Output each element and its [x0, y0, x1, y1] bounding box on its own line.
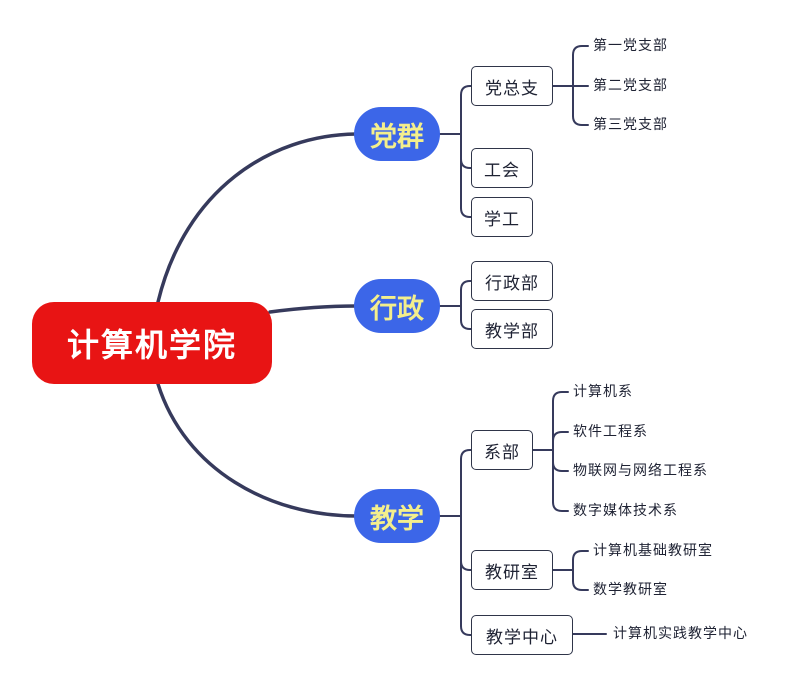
connector-xibu-branch-3 [552, 501, 569, 512]
connector-dangqun-branch-2 [460, 207, 472, 218]
connector-jiaoxue-branch-0 [460, 449, 472, 460]
leaf-office-basic: 计算机基础教研室 [593, 543, 713, 559]
connector-root-xingzheng [268, 304, 358, 314]
sub-jiaoxuezhongxin: 教学中心 [471, 615, 573, 655]
leaf-dept-se: 软件工程系 [573, 424, 648, 440]
sub-gonghui: 工会 [471, 148, 533, 188]
category-xingzheng: 行政 [354, 279, 440, 333]
leaf-dept-iot: 物联网与网络工程系 [573, 463, 708, 479]
leaf-party-branch-1: 第一党支部 [593, 38, 668, 54]
leaf-dept-cs: 计算机系 [573, 384, 633, 400]
connector-xibu-branch-1 [552, 431, 569, 442]
leaf-office-math: 数学教研室 [593, 582, 668, 598]
connector-dangqun-branch-0 [460, 85, 472, 96]
connector-jiaoyanshi-branch-1 [572, 580, 589, 591]
category-jiaoxue: 教学 [354, 489, 440, 543]
sub-xuegong: 学工 [471, 197, 533, 237]
connector-dangzongzhi-branch-0 [572, 45, 589, 56]
root-node: 计算机学院 [32, 302, 272, 384]
leaf-dept-media: 数字媒体技术系 [573, 503, 678, 519]
connector-xibu-branch-0 [552, 391, 569, 402]
sub-xingzhengbu: 行政部 [471, 261, 553, 301]
leaf-practice-center: 计算机实践教学中心 [613, 626, 748, 642]
connector-root-jiaoxue [156, 382, 358, 518]
leaf-party-branch-2: 第二党支部 [593, 78, 668, 94]
sub-dangzongzhi: 党总支 [471, 66, 553, 106]
category-dangqun: 党群 [354, 107, 440, 161]
connector-jiaoxue-branch-1 [460, 560, 472, 571]
connector-dangzongzhi-branch-2 [572, 115, 589, 126]
connector-xingzheng-branch-0 [460, 280, 472, 291]
sub-xibu: 系部 [471, 430, 533, 470]
sub-jiaoyanshi: 教研室 [471, 550, 553, 590]
sub-jiaoxuebu: 教学部 [471, 309, 553, 349]
connector-root-dangqun [156, 132, 358, 304]
connector-dangqun-branch-1 [460, 158, 472, 169]
leaf-party-branch-3: 第三党支部 [593, 117, 668, 133]
connector-jiaoxue-branch-2 [460, 625, 472, 636]
connector-xibu-branch-2 [552, 461, 569, 472]
connector-xingzheng-branch-1 [460, 319, 472, 330]
connector-jiaoyanshi-branch-0 [572, 550, 589, 561]
